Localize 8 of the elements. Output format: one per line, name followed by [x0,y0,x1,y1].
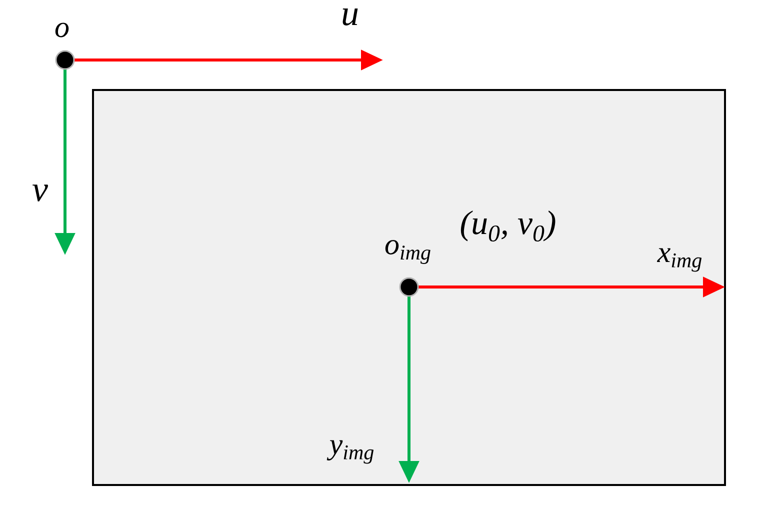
axis-label: o [55,22,69,38]
axis-label: x$_{img}$ [656,248,702,272]
axis-label: y$_{img}$ [326,440,374,464]
axis-label: v [32,184,48,202]
axis-label: u [342,8,358,26]
axis-label: (u$_{0}$, v$_{0}$) [460,210,556,242]
axis-label: o$_{img}$ [385,240,430,264]
image-plane [92,89,726,486]
